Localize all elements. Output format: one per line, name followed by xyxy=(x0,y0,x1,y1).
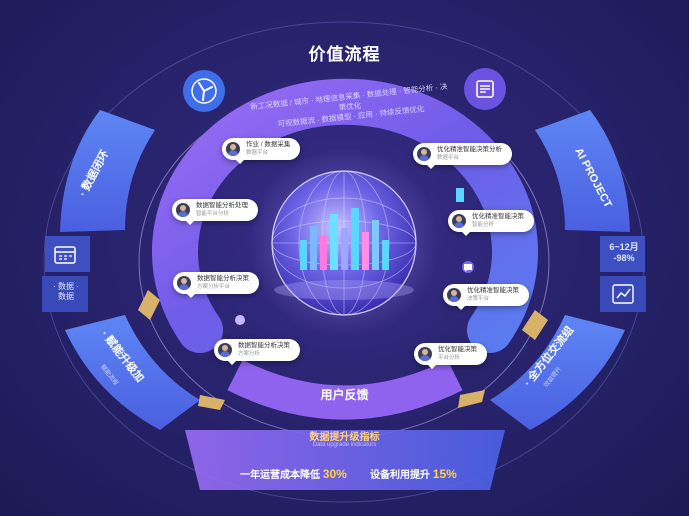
bubble-sub: 数据平台 xyxy=(246,149,290,157)
chart-icon xyxy=(612,284,634,309)
gold-diamond-1 xyxy=(138,290,160,320)
bottom-stat-cost-text: 一年运营成本降低 xyxy=(240,470,320,481)
bubble-title: 作业 / 数据采集 xyxy=(246,141,290,149)
avatar xyxy=(447,288,461,302)
bubble-left-4: 数据智能分析决策方案分析 xyxy=(214,339,300,361)
upgrade-subtitle: Data upgrade indicators xyxy=(0,442,689,448)
avatar xyxy=(452,214,466,228)
bubble-title: 数据智能分析决策 xyxy=(197,275,249,283)
bubble-right-1: 优化精准智能决策分析数据平台 xyxy=(413,143,512,165)
bubble-right-3: 优化精准智能决策决策平台 xyxy=(443,284,529,306)
bubble-sub: 智能分析 xyxy=(472,221,524,229)
gold-diamond-3 xyxy=(522,310,548,340)
globe-base xyxy=(274,280,414,300)
bubble-sub: 方案分析平台 xyxy=(197,283,249,291)
bubble-sub: 方案分析 xyxy=(238,350,290,358)
bubble-title: 数据智能分析决策 xyxy=(238,342,290,350)
bottom-stat-equipment: 设备利用提升 15% xyxy=(370,466,457,481)
avatar xyxy=(418,347,432,361)
avatar xyxy=(417,147,431,161)
dot-left xyxy=(235,315,245,325)
avatar xyxy=(176,203,190,217)
mini-bar-icon xyxy=(456,188,464,202)
bubble-sub: 智能平台分析 xyxy=(196,210,248,218)
bubble-left-3: 数据智能分析决策方案分析平台 xyxy=(173,272,259,294)
bubble-title: 优化精准智能决策分析 xyxy=(437,146,502,154)
left-mini-stat: · 数据 · 数据 xyxy=(44,282,88,302)
bubble-title: 优化智能决策 xyxy=(438,346,477,354)
document-icon xyxy=(464,68,506,110)
upgrade-title: 数据提升级指标 xyxy=(0,428,689,443)
bubble-sub: 数据平台 xyxy=(437,154,502,162)
avatar xyxy=(226,142,240,156)
bubble-right-2: 优化精准智能决策智能分析 xyxy=(448,210,534,232)
calendar-icon xyxy=(54,244,80,264)
bubble-title: 数据智能分析处理 xyxy=(196,202,248,210)
bubble-left-2: 数据智能分析处理智能平台分析 xyxy=(172,199,258,221)
wind-turbine-icon xyxy=(183,70,225,112)
bottom-stat-cost-value: 30% xyxy=(323,467,347,481)
bubble-right-4: 优化智能决策平台分析 xyxy=(414,343,487,365)
bubble-title: 优化精准智能决策 xyxy=(467,287,519,295)
avatar xyxy=(218,343,232,357)
bottom-stat-equipment-text: 设备利用提升 xyxy=(370,470,430,481)
left-segment-shape xyxy=(60,110,155,232)
user-feedback-label: 用户反馈 xyxy=(0,386,689,403)
bubble-sub: 平台分析 xyxy=(438,354,477,362)
bottom-stat-equipment-value: 15% xyxy=(433,467,457,481)
chat-icon xyxy=(462,261,474,279)
diagram-title: 价值流程 xyxy=(0,40,689,65)
bubble-left-1: 作业 / 数据采集数据平台 xyxy=(222,138,300,160)
avatar xyxy=(177,276,191,290)
bubble-sub: 决策平台 xyxy=(467,295,519,303)
right-mini-stat: 6~12月 -98% xyxy=(602,242,646,264)
bubble-title: 优化精准智能决策 xyxy=(472,213,524,221)
bottom-stat-cost: 一年运营成本降低 30% xyxy=(240,466,347,481)
